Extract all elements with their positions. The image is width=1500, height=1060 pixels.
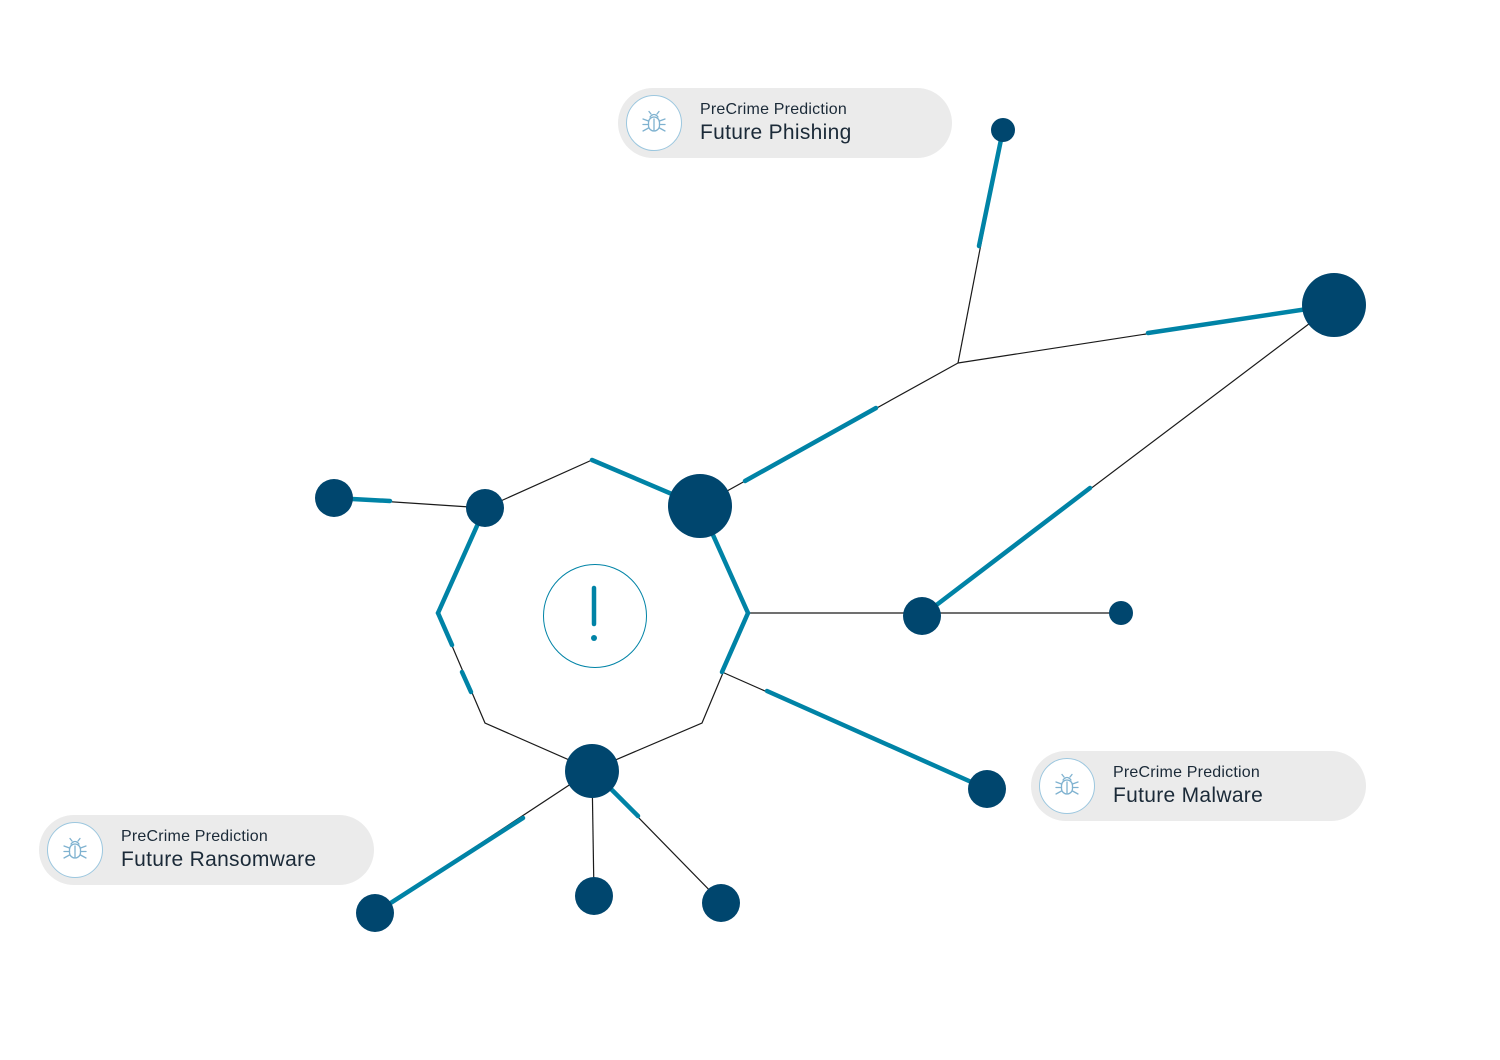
highlight-segment (764, 688, 990, 792)
highlight-segment (742, 405, 879, 484)
prediction-subtitle: PreCrime Prediction (121, 828, 268, 845)
highlight-segment (372, 815, 526, 916)
bug-icon (626, 95, 682, 151)
highlight-segment (435, 610, 455, 648)
nodes (315, 118, 1366, 932)
prediction-subtitle: PreCrime Prediction (700, 101, 847, 118)
prediction-future-malware: PreCrime Prediction Future Malware (1031, 751, 1366, 821)
node-ring-bottom (565, 744, 619, 798)
highlight-segment (976, 127, 1006, 249)
node-ring-top-right (668, 474, 732, 538)
node-top-leaf (991, 118, 1015, 142)
node-bottom-center (575, 877, 613, 915)
node-middle-right (903, 597, 941, 635)
bug-icon (47, 822, 103, 878)
node-bottom-left (356, 894, 394, 932)
highlight-segment (459, 669, 474, 695)
prediction-title: Future Ransomware (121, 848, 317, 871)
highlight-segment (435, 505, 488, 616)
bug-icon (1039, 758, 1095, 814)
alert-icon (543, 564, 647, 668)
node-large-right (1302, 273, 1366, 337)
highlight-segment (919, 485, 1093, 619)
prediction-future-phishing: PreCrime Prediction Future Phishing (618, 88, 952, 158)
node-ring-top-left (466, 489, 504, 527)
highlight-segment (719, 610, 751, 675)
node-malware-target (968, 770, 1006, 808)
prediction-subtitle: PreCrime Prediction (1113, 764, 1260, 781)
prediction-future-ransomware: PreCrime Prediction Future Ransomware (39, 815, 374, 885)
node-left-leaf (315, 479, 353, 517)
highlight-segment (609, 787, 641, 819)
prediction-title: Future Malware (1113, 784, 1264, 807)
node-bottom-right (702, 884, 740, 922)
prediction-title: Future Phishing (700, 121, 852, 144)
node-small-right (1109, 601, 1133, 625)
